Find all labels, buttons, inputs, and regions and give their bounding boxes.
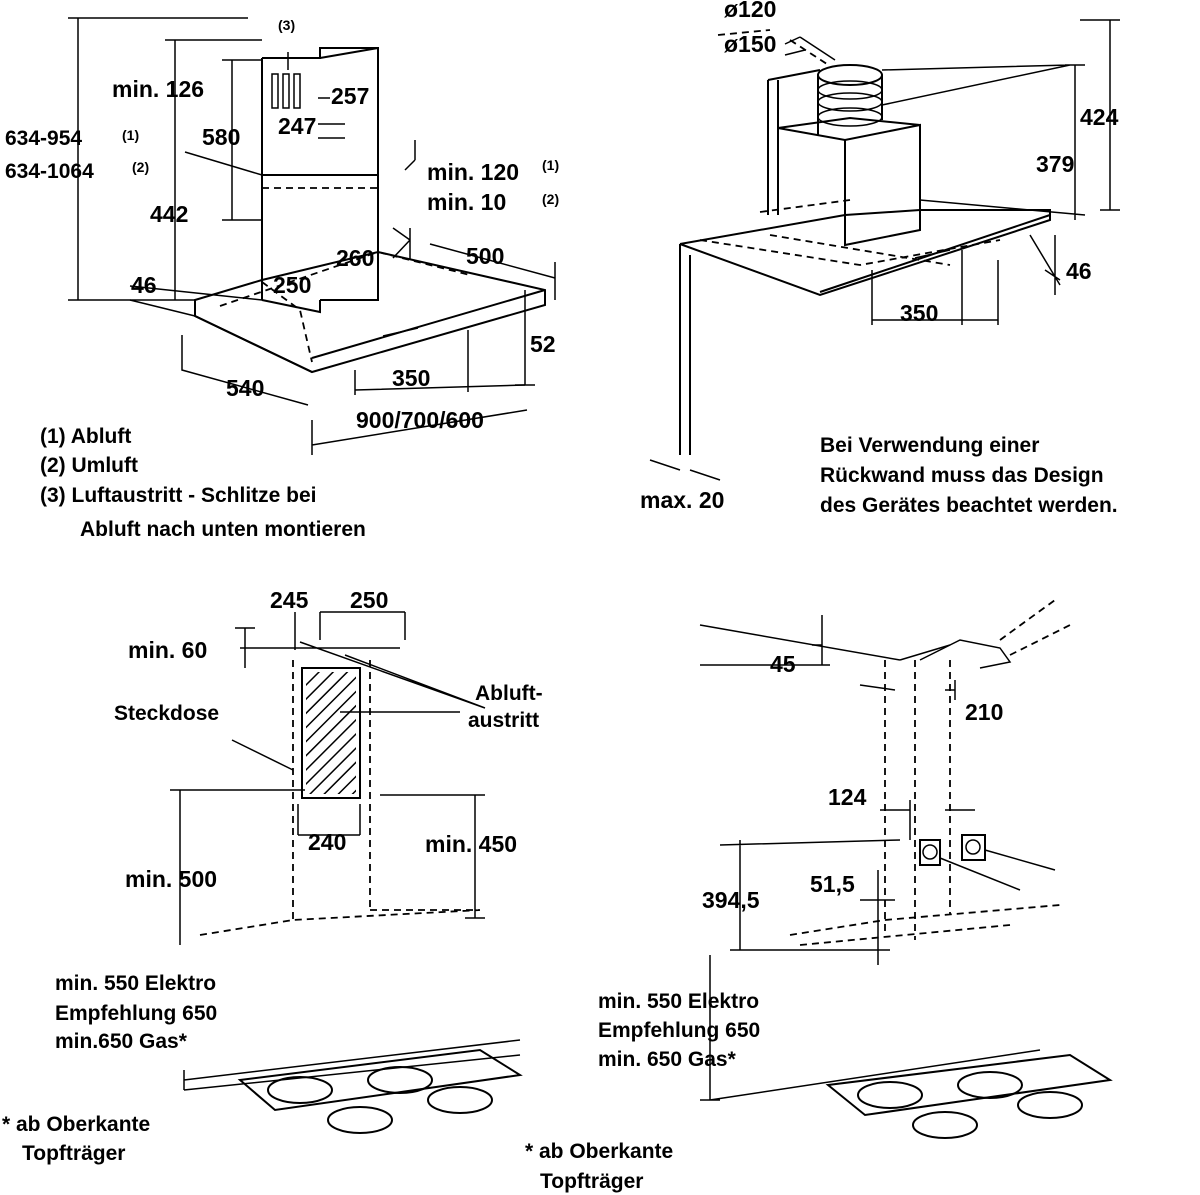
legend-line-4: Abluft nach unten montieren xyxy=(80,518,366,541)
height-note-line-2: Empfehlung 650 xyxy=(598,1019,760,1042)
max20-label: max. 20 xyxy=(640,487,724,513)
h46-label: 46 xyxy=(131,272,157,298)
top-left-hood-drawing xyxy=(68,17,556,455)
abluft-label-1: Abluft- xyxy=(475,682,543,705)
d45-label: 45 xyxy=(770,651,796,677)
d540-label: 540 xyxy=(226,375,264,401)
min-10-ref: (2) xyxy=(542,191,559,207)
footnote-line-2: Topfträger xyxy=(540,1170,643,1193)
d350-label: 350 xyxy=(900,300,938,326)
legend-line-1: (1) Abluft xyxy=(40,425,131,448)
abluft-label-2: austritt xyxy=(468,709,539,732)
height-note-line-1: min. 550 Elektro xyxy=(598,990,759,1013)
h424-label: 424 xyxy=(1080,104,1119,130)
height-note-line-2: Empfehlung 650 xyxy=(55,1002,217,1025)
d250-label: 250 xyxy=(350,587,388,613)
bottom-left-labels: 245 250 min. 60 Abluft- austritt Steckdo… xyxy=(2,587,543,1165)
width-options-label: 900/700/600 xyxy=(356,407,484,433)
d500-label: 500 xyxy=(466,243,504,269)
top-right-hood-drawing xyxy=(649,19,1120,481)
footnote-line-1: * ab Oberkante xyxy=(525,1140,673,1163)
note-line-3: des Gerätes beachtet werden. xyxy=(820,494,1118,517)
d124-label: 124 xyxy=(828,784,867,810)
d150-label: ø150 xyxy=(724,31,776,57)
range-1-label: 634-954 xyxy=(5,127,82,150)
top-left-labels: (3) min. 126 580 442 46 257 247 634-954 … xyxy=(5,17,559,541)
range-2-label: 634-1064 xyxy=(5,160,94,183)
d394-label: 394,5 xyxy=(702,887,760,913)
h379-label: 379 xyxy=(1036,151,1074,177)
range-1-ref: (1) xyxy=(122,127,139,143)
top-right-labels: ø120 ø150 424 379 46 350 max. 20 Bei Ver… xyxy=(640,0,1119,517)
legend-line-2: (2) Umluft xyxy=(40,454,138,477)
bottom-left-wall-drawing xyxy=(170,611,523,1134)
d245-label: 245 xyxy=(270,587,309,613)
d250-label: 250 xyxy=(273,272,311,298)
legend-line-3: (3) Luftaustritt - Schlitze bei xyxy=(40,484,317,507)
min60-label: min. 60 xyxy=(128,637,207,663)
range-2-ref: (2) xyxy=(132,159,149,175)
steckdose-label: Steckdose xyxy=(114,702,219,725)
height-note-line-1: min. 550 Elektro xyxy=(55,972,216,995)
ref-3-label: (3) xyxy=(278,17,295,33)
min-120-label: min. 120 xyxy=(427,159,519,185)
w257-label: 257 xyxy=(331,83,369,109)
note-line-2: Rückwand muss das Design xyxy=(820,464,1104,487)
d210-label: 210 xyxy=(965,699,1003,725)
d350-label: 350 xyxy=(392,365,430,391)
min450-label: min. 450 xyxy=(425,831,517,857)
d52-label: 52 xyxy=(530,331,556,357)
bottom-right-labels: 45 210 124 394,5 51,5 min. 550 Elektro E… xyxy=(525,651,1003,1193)
min-120-ref: (1) xyxy=(542,157,559,173)
min-10-label: min. 10 xyxy=(427,189,506,215)
d240-label: 240 xyxy=(308,829,346,855)
min-126-label: min. 126 xyxy=(112,76,204,102)
h580-label: 580 xyxy=(202,124,240,150)
d51-label: 51,5 xyxy=(810,871,855,897)
footnote-line-2: Topfträger xyxy=(22,1142,125,1165)
d46-label: 46 xyxy=(1066,258,1092,284)
footnote-line-1: * ab Oberkante xyxy=(2,1113,150,1136)
min500-label: min. 500 xyxy=(125,866,217,892)
d120-label: ø120 xyxy=(724,0,776,22)
note-line-1: Bei Verwendung einer xyxy=(820,434,1039,457)
w247-label: 247 xyxy=(278,113,316,139)
bottom-right-wall-drawing xyxy=(699,599,1113,1139)
height-note-line-3: min.650 Gas* xyxy=(55,1030,188,1053)
h442-label: 442 xyxy=(150,201,188,227)
height-note-line-3: min. 650 Gas* xyxy=(598,1048,737,1071)
d260-label: 260 xyxy=(336,245,374,271)
